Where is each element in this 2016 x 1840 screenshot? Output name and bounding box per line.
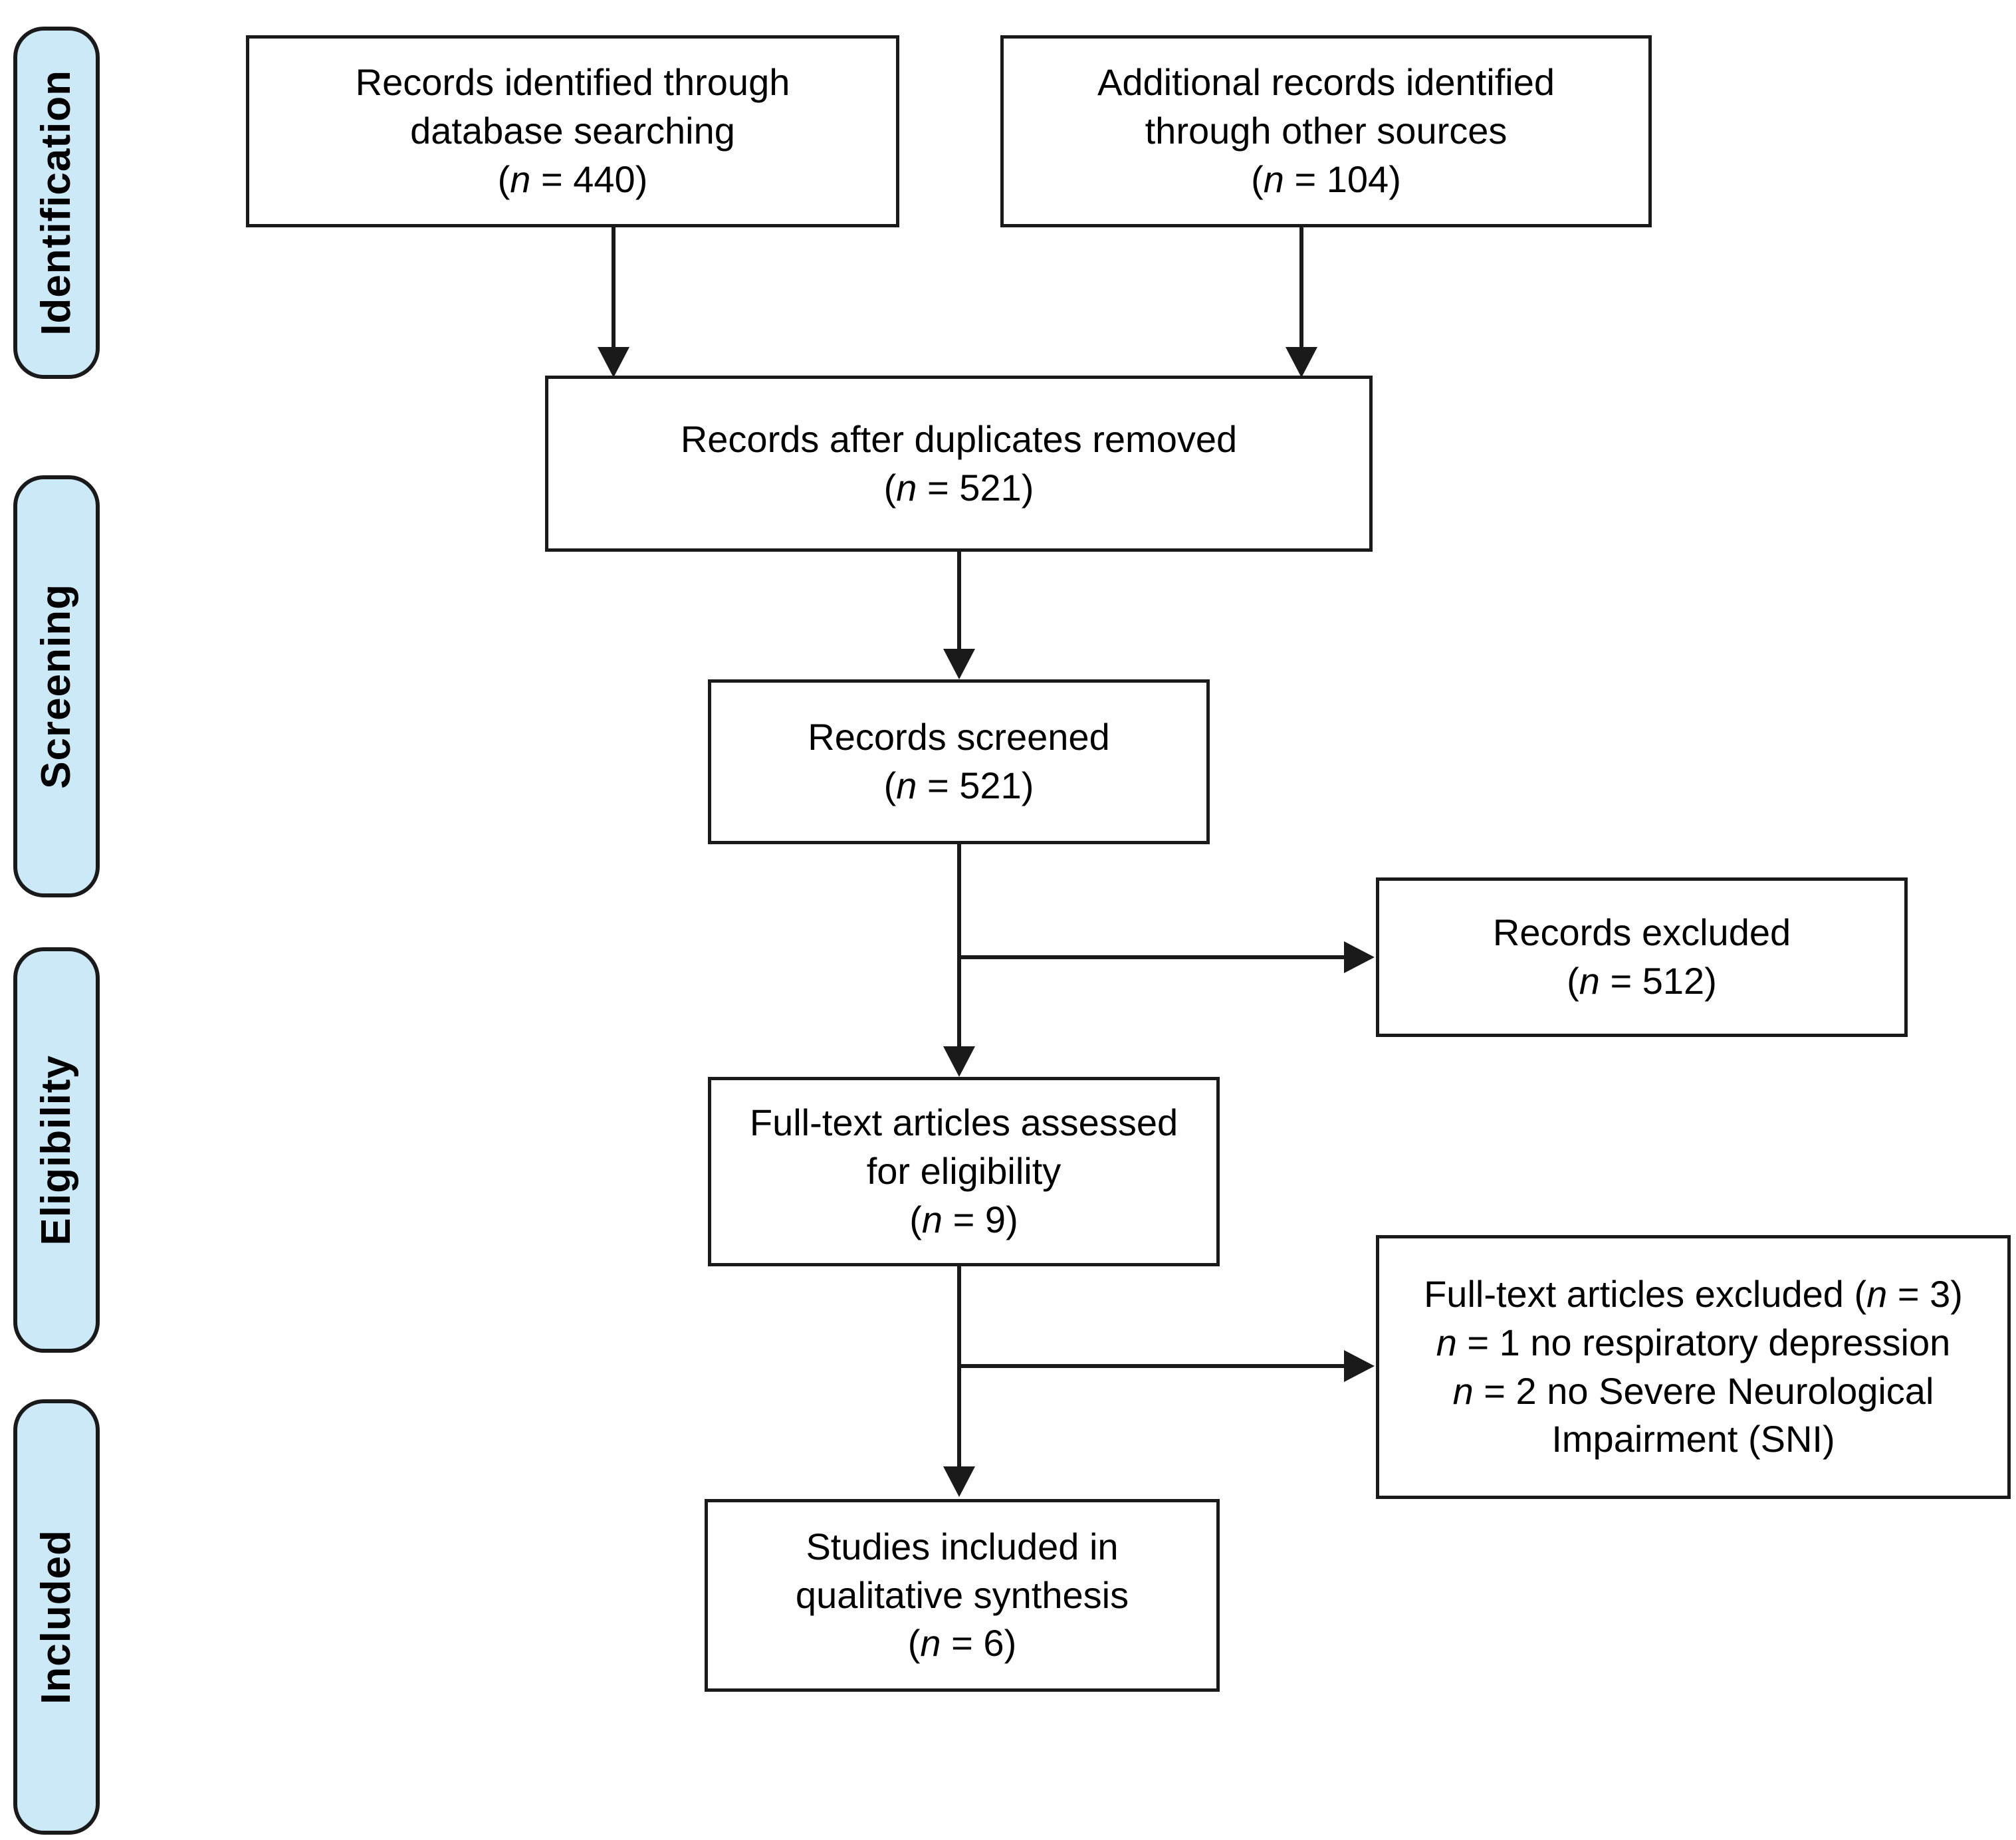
box-records-identified-n-value: 440	[573, 158, 635, 200]
connector-additional-to-duplicates-line	[1299, 227, 1303, 350]
box-fulltext-assessed-line2: for eligibility	[866, 1150, 1062, 1193]
box-records-identified-line1: Records identified through	[355, 61, 790, 104]
connector-fulltext-to-included-arrowhead	[943, 1466, 975, 1497]
box-records-excluded: Records excluded (n = 512)	[1376, 877, 1908, 1037]
connector-identified-to-duplicates-arrowhead	[598, 347, 629, 378]
box-duplicates-removed-count: (n = 521)	[883, 466, 1034, 509]
stage-pill-included-label: Included	[33, 1530, 79, 1704]
box-fulltext-excluded-line3: n = 2 no Severe Neurological	[1424, 1367, 1963, 1416]
connector-screened-to-fulltext-arrowhead	[943, 1046, 975, 1077]
box-studies-included-n-value: 6	[983, 1622, 1004, 1665]
box-fulltext-excluded-line3-n-symbol: n	[1452, 1369, 1474, 1412]
box-records-identified-line2: database searching	[410, 110, 735, 152]
connector-fulltext-to-ftexcluded-line	[957, 1364, 1346, 1368]
box-fulltext-excluded-line2-n-symbol: n	[1436, 1321, 1457, 1363]
box-studies-included-line2: qualitative synthesis	[795, 1573, 1129, 1616]
box-records-identified: Records identified through database sear…	[246, 35, 899, 227]
box-fulltext-assessed-n-value: 9	[984, 1198, 1006, 1240]
box-fulltext-assessed-n-symbol: n	[921, 1198, 943, 1240]
box-records-screened-n-value: 521	[959, 764, 1022, 806]
box-duplicates-removed-line1: Records after duplicates removed	[680, 417, 1238, 460]
box-fulltext-assessed-line1: Full-text articles assessed	[749, 1101, 1178, 1144]
box-records-identified-count: (n = 440)	[497, 158, 648, 200]
box-fulltext-excluded-line4: Impairment (SNI)	[1551, 1418, 1835, 1460]
box-records-screened-count: (n = 521)	[883, 764, 1034, 806]
connector-fulltext-to-ftexcluded-arrowhead	[1344, 1350, 1375, 1382]
stage-pill-screening: Screening	[13, 475, 100, 897]
box-fulltext-excluded-line3-rest: = 2 no Severe Neurological	[1473, 1369, 1934, 1412]
box-additional-records: Additional records identified through ot…	[1000, 35, 1652, 227]
connector-identified-to-duplicates-line	[612, 227, 616, 350]
stage-pill-eligibility: Eligibility	[13, 947, 100, 1353]
stage-pill-identification: Identification	[13, 27, 100, 379]
connector-screened-to-fulltext-line	[957, 844, 961, 1050]
connector-screened-to-excluded-line	[957, 955, 1346, 959]
box-fulltext-excluded-line1: Full-text articles excluded (n = 3)	[1424, 1270, 1963, 1319]
box-fulltext-excluded-line2: n = 1 no respiratory depression	[1424, 1319, 1963, 1367]
connector-additional-to-duplicates-arrowhead	[1286, 347, 1317, 378]
box-studies-included-line1: Studies included in	[806, 1525, 1119, 1567]
box-additional-records-n-symbol: n	[1263, 158, 1284, 200]
box-fulltext-assessed-count: (n = 9)	[909, 1198, 1018, 1240]
box-records-screened: Records screened (n = 521)	[708, 679, 1210, 844]
box-records-screened-n-symbol: n	[896, 764, 917, 806]
box-records-screened-line1: Records screened	[808, 716, 1110, 758]
box-additional-records-line1: Additional records identified	[1097, 61, 1555, 104]
box-records-excluded-count: (n = 512)	[1567, 960, 1717, 1002]
box-records-identified-n-symbol: n	[510, 158, 531, 200]
box-duplicates-removed-n-value: 521	[959, 466, 1022, 509]
box-fulltext-excluded-line2-rest: = 1 no respiratory depression	[1456, 1321, 1951, 1363]
box-fulltext-assessed: Full-text articles assessed for eligibil…	[708, 1077, 1220, 1266]
stage-pill-identification-label: Identification	[33, 70, 79, 336]
box-records-excluded-n-symbol: n	[1579, 960, 1600, 1002]
box-studies-included-n-symbol: n	[920, 1622, 941, 1665]
box-fulltext-excluded: Full-text articles excluded (n = 3) n = …	[1376, 1235, 2011, 1499]
connector-duplicates-to-screened-line	[957, 552, 961, 651]
box-additional-records-line2: through other sources	[1145, 110, 1508, 152]
box-additional-records-count: (n = 104)	[1251, 158, 1401, 200]
stage-pill-eligibility-label: Eligibility	[33, 1054, 79, 1246]
box-records-excluded-line1: Records excluded	[1492, 911, 1791, 954]
box-studies-included: Studies included in qualitative synthesi…	[705, 1499, 1220, 1692]
box-duplicates-removed: Records after duplicates removed (n = 52…	[545, 376, 1373, 552]
box-records-excluded-n-value: 512	[1642, 960, 1705, 1002]
connector-screened-to-excluded-arrowhead	[1344, 941, 1375, 973]
box-additional-records-n-value: 104	[1326, 158, 1389, 200]
connector-duplicates-to-screened-arrowhead	[943, 649, 975, 679]
box-duplicates-removed-n-symbol: n	[896, 466, 917, 509]
box-fulltext-excluded-line1-pre: Full-text articles excluded (	[1424, 1272, 1867, 1315]
stage-pill-included: Included	[13, 1399, 100, 1835]
box-fulltext-excluded-line1-n-symbol: n	[1866, 1272, 1888, 1315]
stage-pill-screening-label: Screening	[33, 584, 79, 789]
box-studies-included-count: (n = 6)	[907, 1622, 1017, 1665]
box-fulltext-excluded-line1-val: = 3)	[1887, 1272, 1963, 1315]
